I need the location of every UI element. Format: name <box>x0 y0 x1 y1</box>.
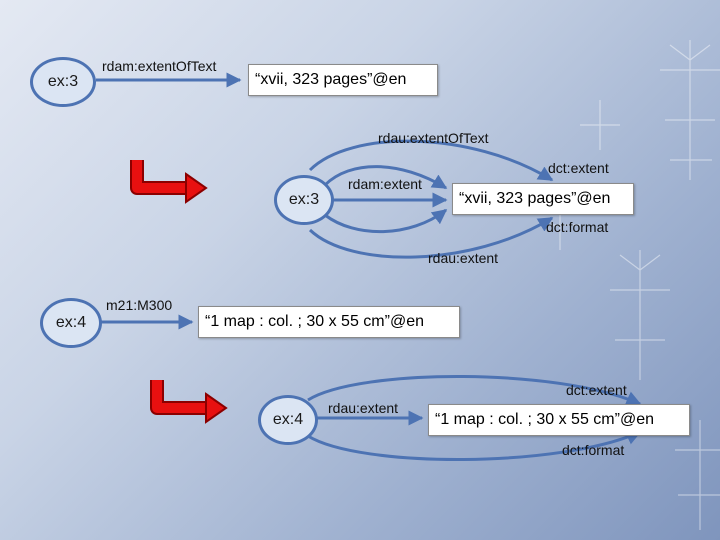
literal-after-2: “1 map : col. ; 30 x 55 cm”@en <box>428 404 690 436</box>
literal-before-1: “xvii, 323 pages”@en <box>248 64 438 96</box>
subject-node-after-1: ex:3 <box>274 175 334 225</box>
predicate-label-after-1-bottom: rdau:extent <box>428 250 499 266</box>
predicate-label-after-1-main: rdam:extent <box>348 176 422 192</box>
predicate-label-after-2-dct-format: dct:format <box>562 442 625 458</box>
predicate-label-after-1-dct-extent: dct:extent <box>548 160 609 176</box>
predicate-label-after-2-main: rdau:extent <box>328 400 399 416</box>
red-bent-arrow-icon <box>150 380 228 424</box>
predicate-label-after-2-dct-extent: dct:extent <box>566 382 627 398</box>
edge-after-2-dct-format <box>307 430 642 462</box>
literal-after-1: “xvii, 323 pages”@en <box>452 183 634 215</box>
edge-after-1-dct-format <box>324 208 448 234</box>
predicate-label-after-1-dct-format: dct:format <box>546 219 609 235</box>
subject-node-before-1: ex:3 <box>30 57 96 107</box>
predicate-label-after-1-top: rdau:extentOfText <box>378 130 489 146</box>
subject-node-after-2: ex:4 <box>258 395 318 445</box>
predicate-label-before-1: rdam:extentOfText <box>102 58 217 74</box>
red-bent-arrow-icon <box>130 160 208 204</box>
literal-before-2: “1 map : col. ; 30 x 55 cm”@en <box>198 306 460 338</box>
edge-after-1-bottom <box>308 216 554 259</box>
subject-node-before-2: ex:4 <box>40 298 102 348</box>
edge-after-1-dct-extent <box>323 165 448 190</box>
predicate-label-before-2: m21:M300 <box>106 297 173 313</box>
edge-after-1-top <box>308 139 554 182</box>
edge-after-2-dct-extent <box>307 374 642 406</box>
